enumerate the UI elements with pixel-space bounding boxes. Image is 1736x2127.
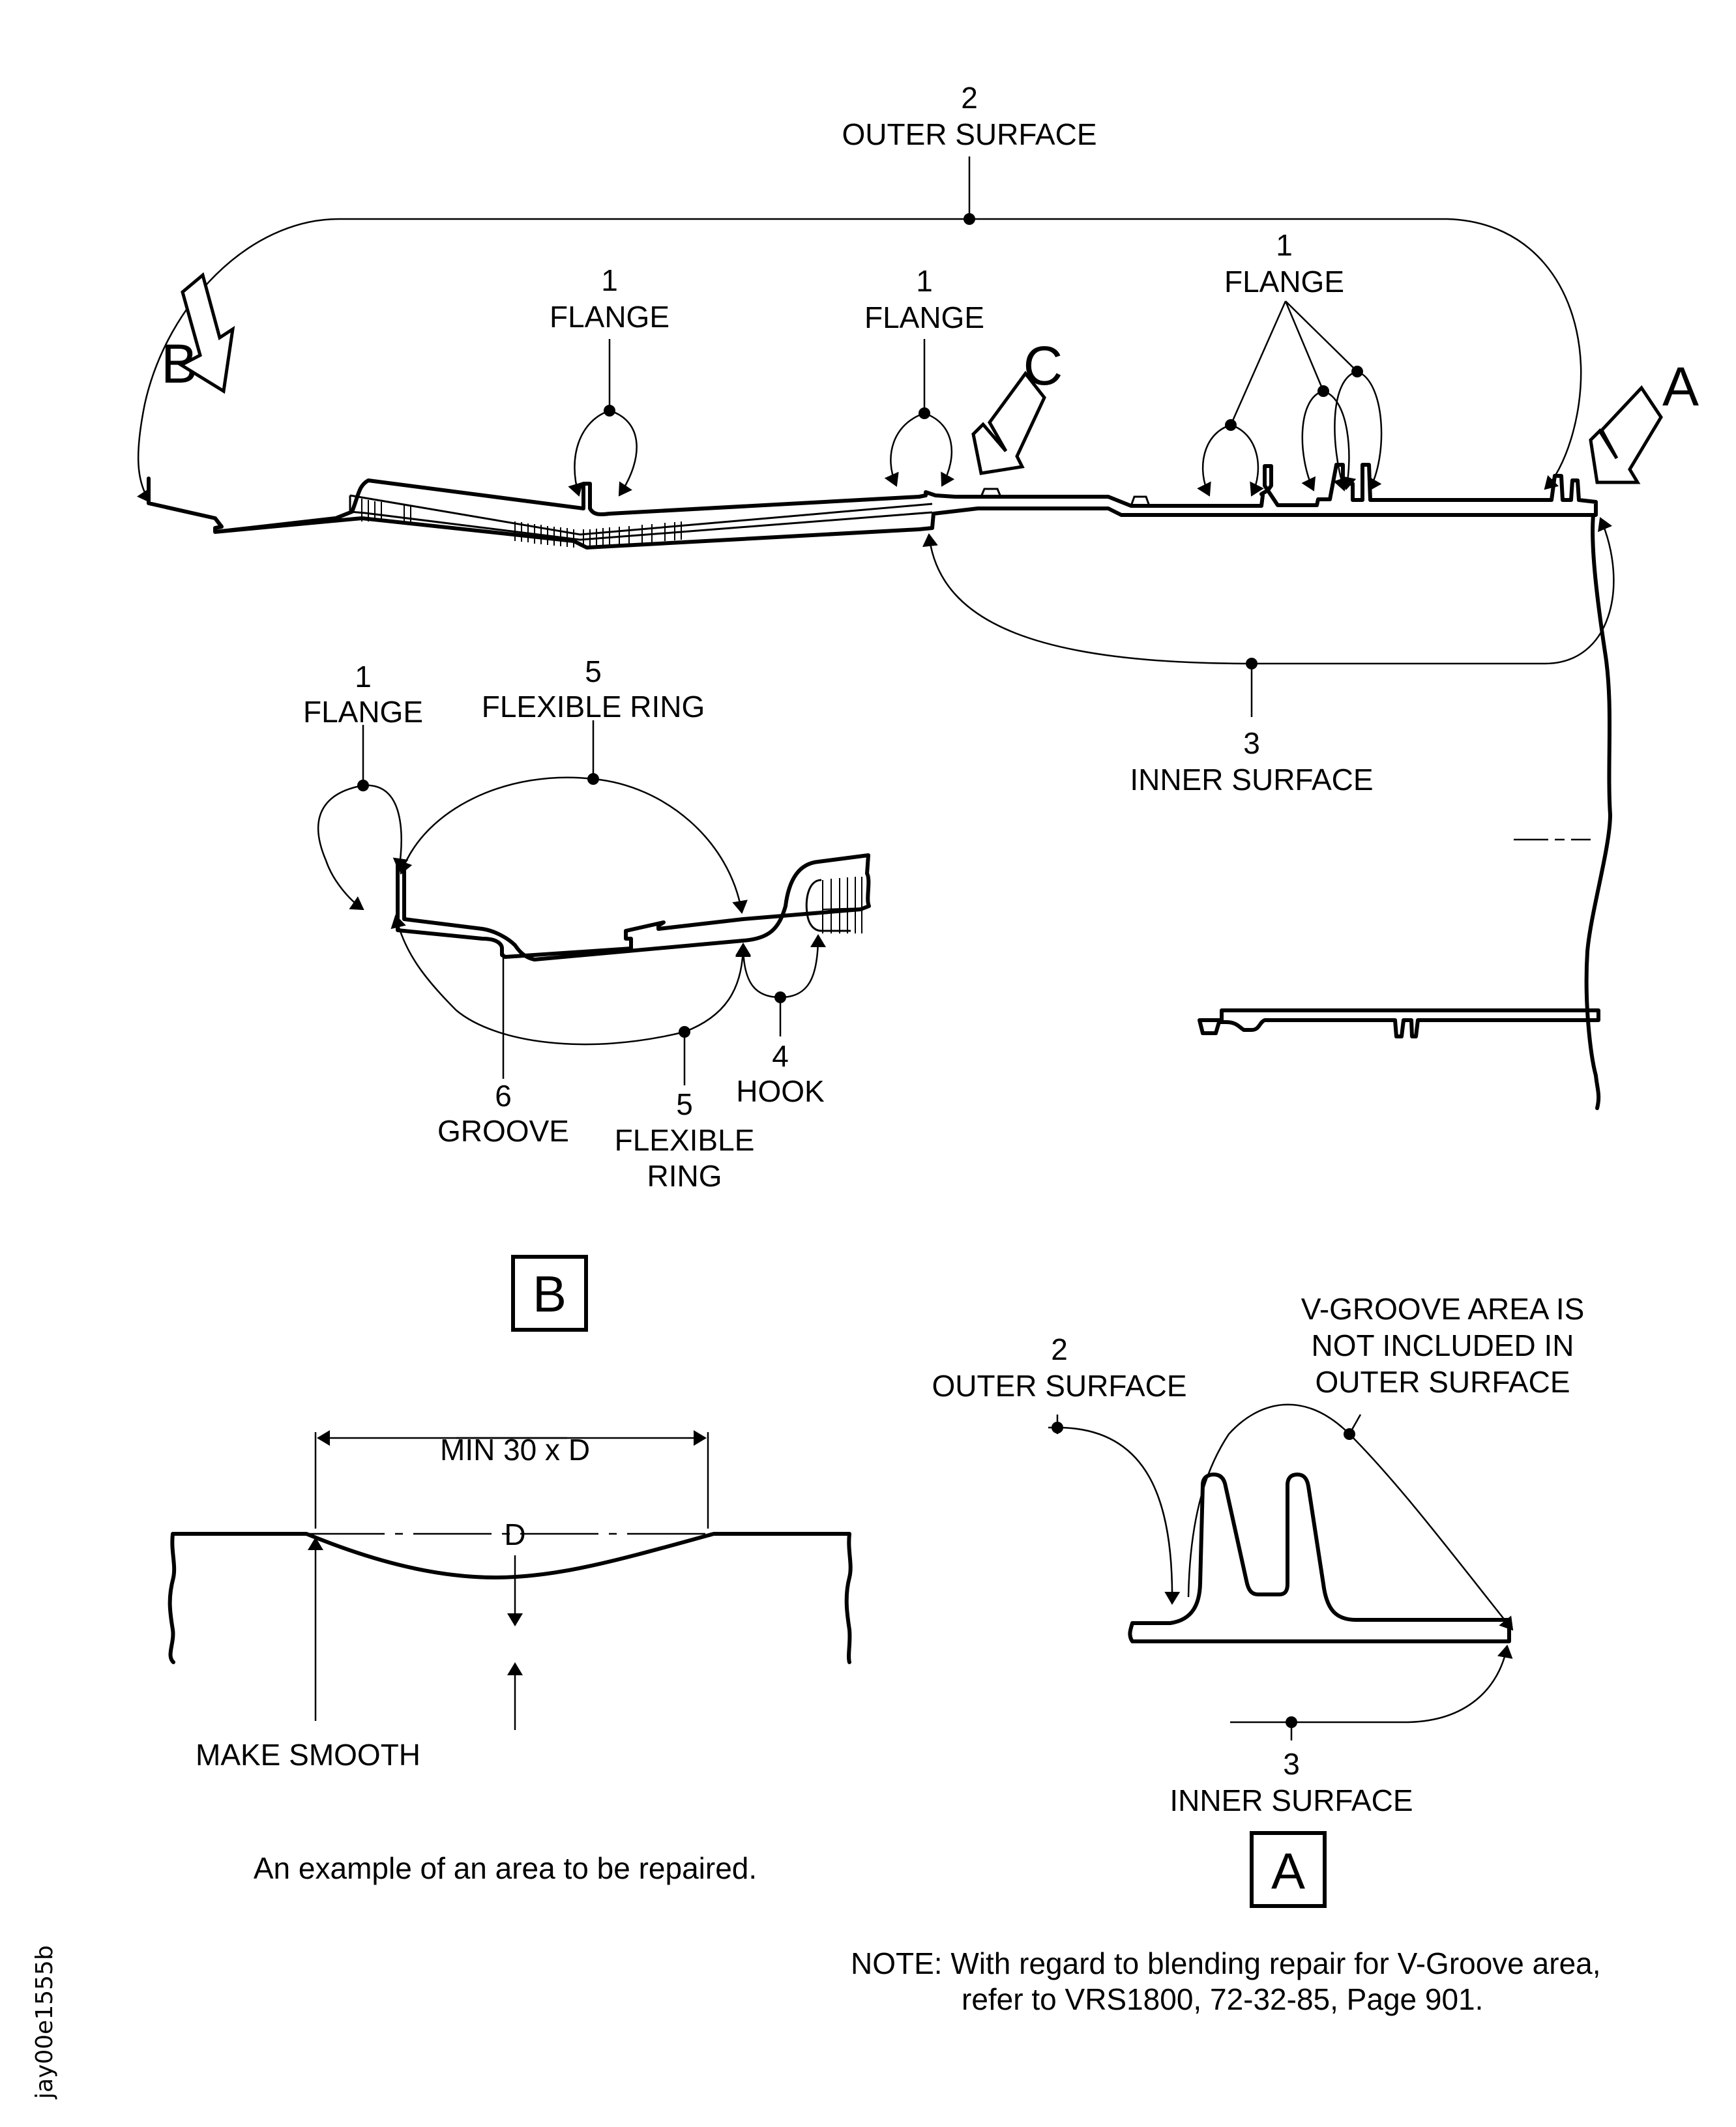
flange-right-leader-1 — [1229, 301, 1287, 426]
flange-mid-num: 1 — [916, 264, 933, 298]
view-arrow-b[interactable] — [177, 272, 235, 394]
detail-b-flange-num: 1 — [355, 660, 372, 694]
detail-a-view-label: A — [1271, 1842, 1305, 1900]
flange-left-label: FLANGE — [550, 300, 669, 334]
detail-b-ring-bottom-num: 5 — [676, 1087, 693, 1121]
detail-b-hook-label: HOOK — [736, 1074, 825, 1108]
flange-left-arrow-r — [609, 409, 638, 497]
detail-b-hook-num: 4 — [772, 1039, 789, 1073]
outer-surface-num: 2 — [961, 81, 978, 115]
detail-b-view: 1 FLANGE 5 FLEXIBLE RING 6 GROOVE — [303, 654, 871, 1332]
inner-surface-num: 3 — [1243, 726, 1260, 760]
inner-surface-arrow-right — [1252, 517, 1615, 665]
vgroove-note-line-1: V-GROOVE AREA IS — [1301, 1292, 1585, 1326]
detail-a-view-box — [1250, 1831, 1327, 1908]
detail-a-outer-num: 2 — [1051, 1332, 1068, 1366]
vgroove-note-arc-left — [1187, 1403, 1350, 1598]
detail-b-view-box — [511, 1255, 588, 1332]
repair-surface-line — [168, 1532, 853, 1664]
liner-profile — [349, 494, 933, 541]
detail-b-ring-bottom-arrow-r — [684, 943, 751, 1033]
vgroove-note-line-2: NOT INCLUDED IN — [1312, 1328, 1574, 1362]
detail-b-hook-arrow-r — [780, 934, 826, 999]
view-arrow-a-letter: A — [1662, 356, 1699, 417]
detail-b-ring-bottom-arrow-l — [390, 915, 685, 1046]
casing-wall — [1584, 513, 1612, 1110]
detail-a-inner-arrow — [1230, 1645, 1513, 1724]
detail-b-ring-top-num: 5 — [585, 654, 602, 688]
repair-example-view: MIN 30 x D D MAKE SMOOTH An example of a… — [168, 1430, 853, 1885]
flange-right-arrow-3l — [1333, 370, 1358, 491]
repair-caption: An example of an area to be repaired. — [254, 1851, 757, 1885]
view-arrow-a[interactable] — [1589, 385, 1663, 484]
inner-surface-arrow-left — [922, 533, 1252, 665]
inner-surface-label: INNER SURFACE — [1130, 763, 1373, 797]
detail-b-flange-arrow-r — [362, 784, 409, 872]
detail-b-flange-label: FLANGE — [303, 695, 423, 729]
flange-right-leader-3 — [1285, 301, 1358, 372]
detail-b-view-label: B — [533, 1265, 566, 1323]
detail-b-flange-arrow-l — [317, 784, 364, 911]
detail-a-outer-label: OUTER SURFACE — [932, 1369, 1186, 1403]
note-line-2: refer to VRS1800, 72-32-85, Page 901. — [962, 1982, 1483, 2016]
flange-right-leader-2 — [1284, 301, 1325, 392]
honeycomb-hatch — [361, 499, 682, 548]
outer-surface-label: OUTER SURFACE — [842, 117, 1096, 151]
flange-right-label: FLANGE — [1224, 265, 1344, 299]
view-arrow-c[interactable] — [971, 370, 1046, 475]
outer-surface-right-arc — [969, 218, 1582, 490]
detail-b-ring-top-arrow-l — [397, 776, 594, 875]
flange-right-arrow-2l — [1301, 390, 1324, 491]
bolt-head-2 — [1129, 495, 1151, 507]
detail-a-inner-num: 3 — [1283, 1747, 1300, 1781]
casing-profile — [147, 463, 1598, 550]
make-smooth-label: MAKE SMOOTH — [196, 1738, 420, 1772]
note-line-1: NOTE: With regard to blending repair for… — [851, 1946, 1601, 1980]
detail-b-hook-hatch — [805, 877, 864, 933]
detail-b-ring-top-label: FLEXIBLE RING — [482, 690, 705, 724]
detail-b-hook-arrow-l — [735, 944, 781, 999]
detail-a-view: 2 OUTER SURFACE V-GROOVE AREA IS NOT INC… — [932, 1292, 1585, 1908]
main-section-view: 2 OUTER SURFACE B C A — [137, 81, 1699, 1110]
vgroove-note-line-3: OUTER SURFACE — [1315, 1365, 1570, 1399]
vgroove-note-arrow-right — [1349, 1433, 1514, 1631]
flange-right-num: 1 — [1276, 228, 1293, 262]
detail-b-groove-label: GROOVE — [437, 1114, 569, 1148]
figure-id: jay00e1555b — [31, 1945, 58, 2100]
detail-b-ring-bottom-label-1: FLEXIBLE — [615, 1123, 755, 1157]
detail-b-ring-top-arrow-r — [593, 778, 748, 914]
flange-right-arrow-3r — [1357, 370, 1383, 491]
detail-b-groove-num: 6 — [495, 1079, 512, 1113]
flange-left-num: 1 — [601, 263, 618, 297]
detail-a-outer-arrow — [1048, 1426, 1181, 1605]
outer-surface-left-arc — [137, 218, 969, 503]
flange-right-arrow-2r — [1323, 390, 1357, 490]
detail-a-inner-label: INNER SURFACE — [1170, 1783, 1413, 1817]
detail-a-part-profile — [1128, 1473, 1511, 1643]
bolt-head-1 — [979, 488, 1003, 498]
flange-mid-label: FLANGE — [864, 301, 984, 334]
flange-right-arrow-1l — [1197, 424, 1231, 497]
lower-ring-profile — [1198, 1008, 1600, 1038]
flange-mid-arrow-l — [884, 412, 925, 487]
flange-left-arrow-l — [568, 409, 610, 497]
flange-right-arrow-1r — [1230, 424, 1264, 497]
detail-b-part-profile — [396, 853, 871, 961]
detail-b-ring-bottom-label-2: RING — [647, 1159, 722, 1193]
flange-mid-arrow-r — [924, 412, 955, 487]
